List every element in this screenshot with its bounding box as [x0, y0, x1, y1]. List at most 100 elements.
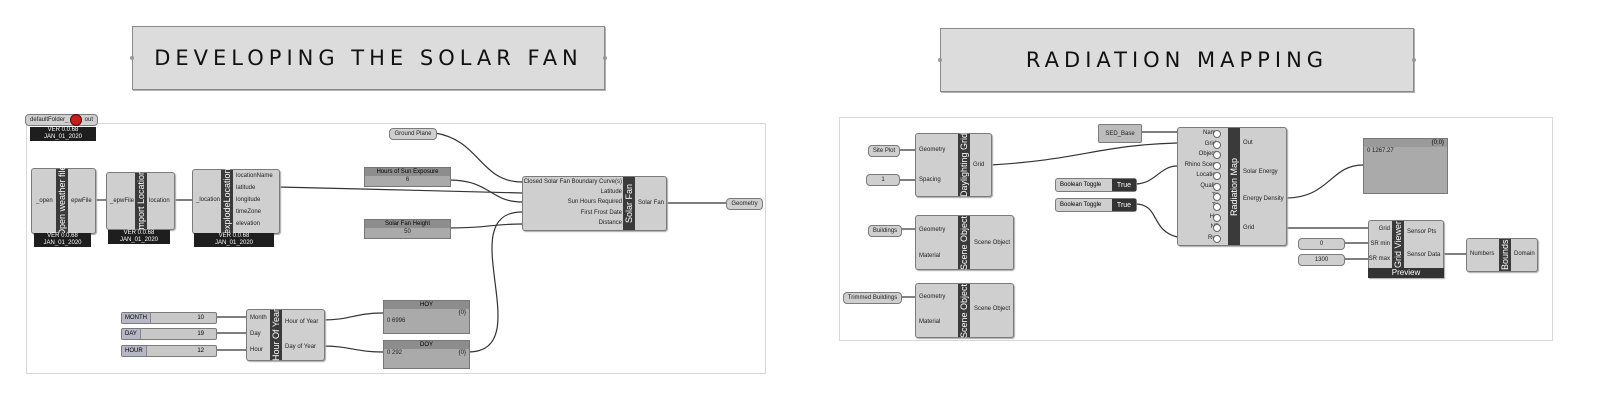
port-numbers[interactable]: Numbers	[1470, 251, 1495, 257]
ground-plane-param[interactable]: Ground Plane	[389, 128, 437, 140]
panel-index: {0;0}	[1364, 139, 1447, 147]
sr-min-value[interactable]: 0	[1298, 238, 1345, 250]
hours-sun-exposure-slider[interactable]: Hours of Sun Exposure 6	[364, 167, 451, 187]
hoy-panel[interactable]: HOY {0} 0 6996	[383, 300, 470, 334]
solar-fan-title: Solar Fan	[623, 177, 635, 230]
port-first-frost[interactable]: First Frost Date	[580, 210, 622, 216]
port-material[interactable]: Material	[919, 319, 941, 325]
port-sensor-pts[interactable]: Sensor Pts	[1407, 229, 1437, 235]
port-grid[interactable]: Grid	[1243, 225, 1255, 231]
port-hour[interactable]: Hour	[250, 347, 264, 353]
port-out[interactable]: Out	[1243, 140, 1253, 146]
port-sensor-data[interactable]: Sensor Data	[1407, 252, 1441, 258]
port-dot-icon	[1213, 203, 1221, 211]
port-longitude[interactable]: longitude	[236, 197, 261, 203]
bounds-component[interactable]: Numbers Bounds Domain	[1466, 238, 1538, 272]
port-latitude-in[interactable]: Latitude	[600, 189, 622, 195]
port-scene-object-out[interactable]: Scene Object	[974, 240, 1011, 246]
port-grid-in[interactable]: Grid	[1378, 226, 1390, 232]
port-timezone[interactable]: timeZone	[236, 209, 262, 215]
day-value: 19	[197, 331, 204, 337]
port-day[interactable]: Day	[250, 331, 261, 337]
port-distance[interactable]: Distance	[598, 220, 622, 226]
port-solar-fan-out[interactable]: Solar Fan	[638, 200, 665, 206]
month-label: MONTH	[122, 313, 151, 323]
port-geometry[interactable]: Geometry	[919, 227, 946, 233]
port-material[interactable]: Material	[919, 253, 941, 259]
boolean-toggle-2[interactable]: Boolean Toggle True	[1055, 198, 1137, 212]
solar-fan-height-slider[interactable]: Solar Fan Height 50	[364, 219, 451, 239]
port-sun-hours[interactable]: Sun Hours Required	[567, 199, 622, 205]
doy-title: DOY	[384, 341, 469, 349]
sed-base-param[interactable]: SED_Base	[1098, 124, 1142, 143]
hour-slider[interactable]: HOUR 12	[121, 345, 217, 357]
default-folder-node[interactable]: defaultFolder_ out	[25, 114, 98, 126]
hoy-value: 0 6996	[387, 318, 406, 324]
port-quality[interactable]: Quality	[1200, 183, 1219, 189]
site-plot-param[interactable]: Site Plot	[868, 145, 900, 157]
port-location[interactable]: Location	[1196, 172, 1219, 178]
import-location-component[interactable]: Import Location _epwFile location	[106, 170, 175, 232]
port-boundary-curves[interactable]: Closed Solar Fan Boundary Curve(s)	[523, 179, 622, 185]
port-grids[interactable]: Grids	[1204, 141, 1219, 147]
daylighting-grid-component[interactable]: Geometry Spacing Daylighting Grid Grid	[915, 133, 992, 197]
port-name[interactable]: Name	[1202, 130, 1219, 136]
geometry-param[interactable]: Geometry	[726, 198, 763, 210]
port-latitude[interactable]: latitude	[236, 185, 256, 191]
scene-object-component-1[interactable]: Geometry Material Scene Object Scene Obj…	[915, 215, 1014, 270]
port-sr-max[interactable]: SR max	[1368, 256, 1390, 262]
preview-button[interactable]: Preview	[1368, 268, 1444, 278]
energy-density-panel[interactable]: {0;0} 0 1267.27	[1363, 138, 1448, 194]
open-weather-file-component[interactable]: Open weather file _open epwFile	[31, 166, 96, 236]
port-scene-object-out[interactable]: Scene Object	[974, 306, 1011, 312]
port-month[interactable]: Month	[250, 315, 267, 321]
port-geometry[interactable]: Geometry	[919, 147, 946, 153]
port-dot-icon	[1213, 214, 1221, 222]
sr-max-value[interactable]: 1300	[1298, 254, 1345, 266]
port-epwfile-in[interactable]: _epwFile	[110, 198, 135, 204]
spacing-value[interactable]: 1	[866, 174, 900, 186]
port-epwfile-out[interactable]: epwFile	[71, 198, 92, 204]
port-rhino-scene[interactable]: Rhino Scene	[1184, 162, 1219, 168]
trimmed-buildings-param[interactable]: Trimmed Buildings	[843, 292, 902, 304]
port-domain[interactable]: Domain	[1514, 251, 1535, 257]
daylighting-grid-title: Daylighting Grid	[958, 132, 970, 198]
port-energy-density[interactable]: Energy Density	[1243, 196, 1284, 202]
boolean-toggle-2-value[interactable]: True	[1112, 199, 1136, 211]
hour-of-year-component[interactable]: Month Day Hour Hour Of Year Hour of Year…	[246, 309, 325, 361]
port-location-out[interactable]: location	[149, 198, 170, 204]
doy-panel[interactable]: DOY {0} 0 292	[383, 340, 470, 369]
explode-location-component[interactable]: explodeLocation _location locationName l…	[192, 169, 280, 234]
port-sr-min[interactable]: SR min	[1370, 241, 1390, 247]
port-day-of-year[interactable]: Day of Year	[285, 344, 317, 350]
buildings-param[interactable]: Buildings	[868, 225, 902, 237]
port-grid-out[interactable]: Grid	[973, 162, 985, 168]
port-dot-icon	[1213, 172, 1221, 180]
port-geometry[interactable]: Geometry	[919, 294, 946, 300]
boolean-toggle-1[interactable]: Boolean Toggle True	[1055, 178, 1137, 192]
solar-fan-component[interactable]: Closed Solar Fan Boundary Curve(s) Latit…	[522, 176, 667, 231]
port-dot-icon	[1213, 183, 1221, 191]
port-location-in[interactable]: _location	[196, 197, 221, 203]
hour-of-year-title: Hour Of Year	[270, 308, 282, 362]
port-hour-of-year[interactable]: Hour of Year	[285, 319, 319, 325]
port-solar-energy[interactable]: Solar Energy	[1243, 169, 1278, 175]
scene-object-component-2[interactable]: Geometry Material Scene Object Scene Obj…	[915, 283, 1014, 338]
default-folder-out: out	[84, 117, 93, 123]
port-spacing[interactable]: Spacing	[919, 177, 941, 183]
port-location-name[interactable]: locationName	[236, 173, 273, 179]
panel-value: 0 1267.27	[1367, 148, 1394, 154]
port-objects[interactable]: Objects	[1198, 151, 1219, 157]
scene-object-title-1: Scene Object	[958, 215, 970, 270]
day-slider[interactable]: DAY 19	[121, 328, 217, 340]
bounds-title: Bounds	[1499, 239, 1511, 271]
port-elevation[interactable]: elevation	[236, 221, 261, 227]
boolean-toggle-1-value[interactable]: True	[1112, 179, 1136, 191]
radiation-map-component[interactable]: Name Grids Objects Rhino Scene Location …	[1177, 127, 1287, 246]
month-slider[interactable]: MONTH 10	[121, 312, 217, 324]
grid-viewer-component[interactable]: Grid SR min SR max Grid Viewer Sensor Pt…	[1368, 220, 1444, 278]
wire	[322, 345, 384, 353]
boolean-toggle-2-label: Boolean Toggle	[1060, 202, 1102, 208]
port-open[interactable]: _open	[36, 198, 53, 204]
